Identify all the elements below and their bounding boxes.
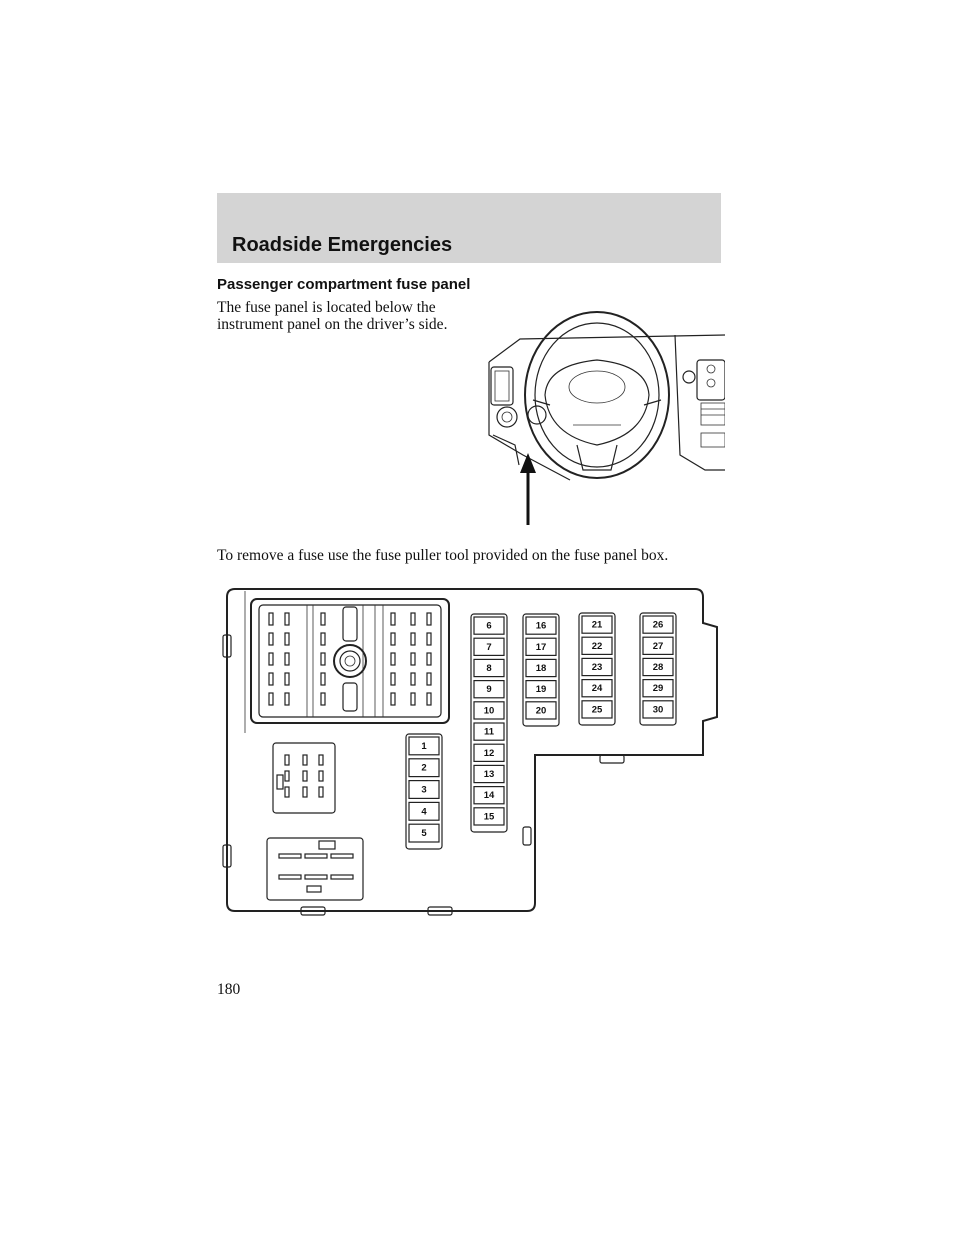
fuse-column-26-30: 26 27 28 29 30 (639, 612, 677, 726)
fuse-slot-27 (642, 636, 674, 656)
fuse-label-16: 16 (536, 621, 547, 632)
fuse-slot-7 (473, 637, 505, 657)
fuse-label-15: 15 (484, 811, 495, 822)
fuse-label-2: 2 (421, 763, 426, 774)
fuse-column-1-5: 1 2 3 4 5 (405, 733, 443, 850)
fuse-column-16-20: 16 17 18 19 20 (522, 613, 560, 727)
fuse-slot-5 (408, 823, 440, 843)
fuse-strip-frame (639, 612, 677, 726)
fuse-label-17: 17 (536, 642, 547, 653)
fuse-label-26: 26 (653, 620, 664, 631)
fuse-slot-23 (581, 657, 613, 677)
fuse-slot-3 (408, 780, 440, 800)
fuse-label-19: 19 (536, 684, 547, 695)
fuse-slot-12 (473, 743, 505, 762)
fuse-strip-frame (578, 612, 616, 726)
fuse-slot-24 (581, 678, 613, 698)
fuse-slot-11 (473, 722, 505, 741)
fuse-label-9: 9 (486, 684, 491, 695)
fuse-label-6: 6 (486, 621, 491, 632)
subsection-heading: Passenger compartment fuse panel (217, 276, 471, 293)
fuse-removal-instructions: To remove a fuse use the fuse puller too… (217, 547, 669, 564)
fuse-label-21: 21 (592, 620, 603, 631)
fuse-slot-16 (525, 616, 557, 635)
fuse-slot-14 (473, 786, 505, 805)
fuse-label-3: 3 (421, 785, 426, 796)
fuse-slot-8 (473, 658, 505, 678)
fuse-slot-20 (525, 701, 557, 720)
fuse-strip-frame (405, 733, 443, 850)
fuse-label-13: 13 (484, 769, 495, 780)
fuse-slot-9 (473, 679, 505, 699)
fuse-strip-frame (522, 613, 560, 727)
fuse-label-28: 28 (653, 662, 664, 673)
fuse-label-10: 10 (484, 705, 495, 716)
fuse-slot-21 (581, 615, 613, 634)
fuse-slot-1 (408, 736, 440, 756)
fuse-slot-15 (473, 807, 505, 826)
fuse-label-7: 7 (486, 642, 491, 653)
fuse-label-8: 8 (486, 663, 491, 674)
fuse-column-6-15: 6 7 8 9 10 11 12 13 14 15 (470, 613, 508, 833)
fuse-column-21-25: 21 22 23 24 25 (578, 612, 616, 726)
fuse-slot-19 (525, 679, 557, 699)
fuse-label-12: 12 (484, 748, 495, 759)
fuse-label-29: 29 (653, 683, 664, 694)
fuse-label-27: 27 (653, 641, 664, 652)
fuse-slot-4 (408, 801, 440, 821)
intro-paragraph: The fuse panel is located below the inst… (217, 299, 448, 333)
fuse-label-24: 24 (592, 683, 603, 694)
fuse-slot-2 (408, 758, 440, 778)
fuse-label-22: 22 (592, 641, 603, 652)
fuse-label-23: 23 (592, 662, 603, 673)
fuse-label-25: 25 (592, 704, 603, 715)
fuse-slot-25 (581, 700, 613, 719)
fuse-slot-17 (525, 637, 557, 657)
steering-wheel-dashboard-illustration (488, 311, 725, 525)
fuse-label-5: 5 (421, 828, 427, 839)
fuse-label-30: 30 (653, 704, 664, 715)
fuse-slot-6 (473, 616, 505, 635)
page-number: 180 (217, 981, 241, 998)
section-header-band: Roadside Emergencies (217, 193, 721, 263)
fuse-label-18: 18 (536, 663, 547, 674)
fuse-slot-22 (581, 636, 613, 656)
fuse-slot-26 (642, 615, 674, 634)
fuse-slot-28 (642, 657, 674, 677)
fuse-slot-13 (473, 764, 505, 784)
section-title: Roadside Emergencies (232, 234, 453, 256)
fuse-label-20: 20 (536, 705, 547, 716)
fuse-label-4: 4 (421, 806, 427, 817)
fuse-slot-29 (642, 678, 674, 698)
fuse-slot-30 (642, 700, 674, 719)
fuse-label-14: 14 (484, 790, 495, 801)
fuse-slot-18 (525, 658, 557, 678)
fuse-label-11: 11 (484, 727, 495, 738)
fuse-strip-frame (470, 613, 508, 833)
fuse-label-1: 1 (421, 741, 427, 752)
fuse-slot-10 (473, 701, 505, 720)
